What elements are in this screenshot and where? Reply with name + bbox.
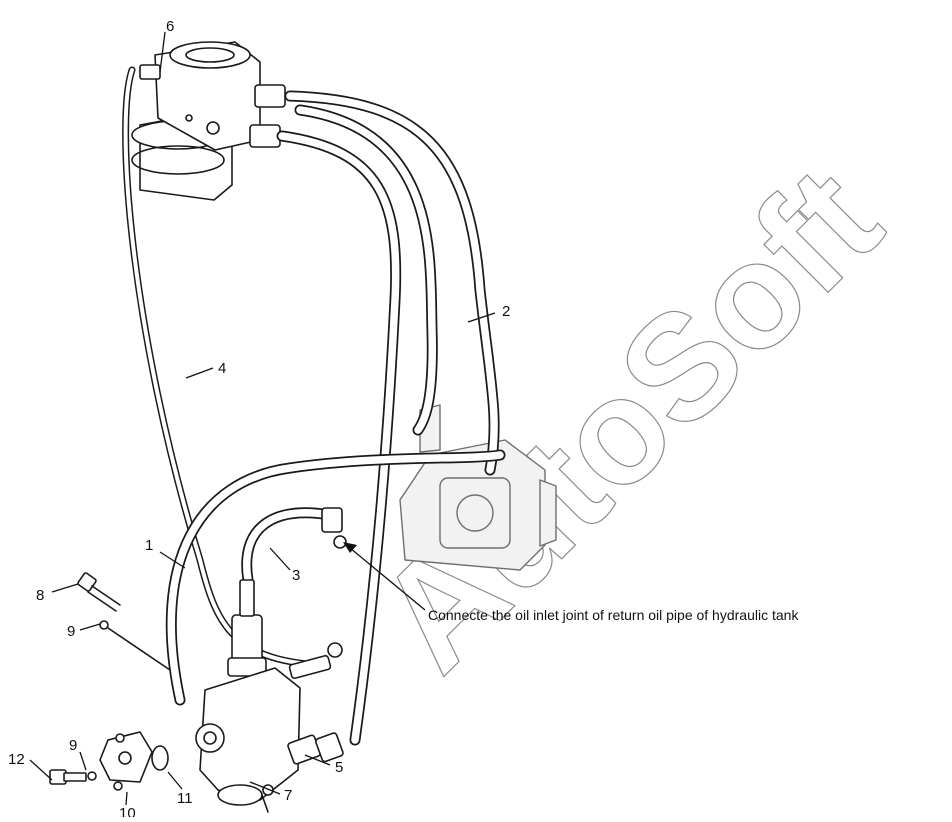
callout-2: 2 (502, 303, 510, 320)
hose-2 (276, 90, 500, 746)
hose-1 (165, 449, 506, 706)
steering-unit (131, 41, 286, 201)
callout-1: 1 (145, 537, 153, 554)
callout-4: 4 (218, 360, 226, 377)
arrow-head (343, 542, 357, 553)
callout-8: 8 (36, 587, 44, 604)
callout-7: 7 (284, 787, 292, 804)
callout-10: 10 (119, 805, 136, 817)
callout-11: 11 (177, 790, 193, 807)
valve-assembly (195, 579, 344, 813)
annotation-note: Connecte the oil inlet joint of return o… (428, 607, 799, 623)
callout-3: 3 (292, 567, 300, 584)
bolt-12 (49, 769, 97, 785)
leader-lines (29, 31, 496, 806)
hydraulic-pump (399, 404, 557, 571)
bolt-8 (77, 572, 171, 671)
hose-3 (241, 507, 347, 586)
callout-9-upper: 9 (67, 623, 75, 640)
flange-fitting (99, 731, 169, 791)
callout-9-lower: 9 (69, 737, 77, 754)
callout-6: 6 (166, 18, 174, 35)
callout-5: 5 (335, 759, 343, 776)
callout-12: 12 (8, 751, 25, 768)
